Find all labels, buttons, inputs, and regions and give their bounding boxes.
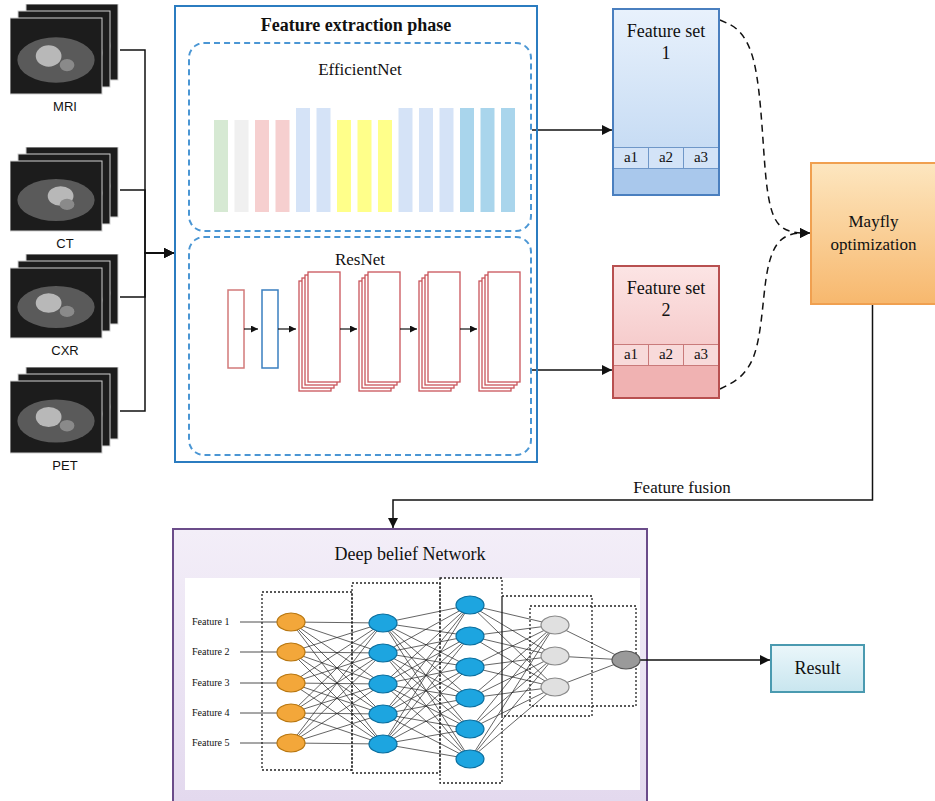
feature-cell: a3 <box>683 148 718 168</box>
layer-block <box>378 120 392 212</box>
layer-block <box>501 108 515 212</box>
neuron <box>456 689 484 707</box>
neuron <box>277 613 305 631</box>
scan-image: PET <box>10 367 120 473</box>
box-title: Mayfly optimization <box>818 211 929 257</box>
box-title: Result <box>794 656 840 680</box>
network-group: EfficientNet <box>188 42 532 232</box>
neuron <box>369 675 397 693</box>
layer-block <box>460 108 474 212</box>
neuron <box>277 704 305 722</box>
layer-block <box>481 108 495 212</box>
set-band <box>614 167 718 194</box>
scan-slice <box>10 161 102 231</box>
flow-arrow <box>120 253 174 411</box>
flow-arrow <box>720 233 810 389</box>
neuron <box>456 596 484 614</box>
panel-title: EfficientNet <box>190 44 530 80</box>
network-group: ResNet <box>188 236 532 456</box>
scan-image: CXR <box>10 254 120 358</box>
phase-panel: EfficientNetResNet Feature extraction pha… <box>174 5 538 463</box>
input-feature-label: Feature 5 <box>192 737 230 749</box>
neuron <box>277 734 305 752</box>
neuron <box>369 705 397 723</box>
input-feature-label: Feature 4 <box>192 707 230 719</box>
modality-label: MRI <box>10 99 120 114</box>
flow-arrow <box>532 369 612 371</box>
neuron <box>612 651 640 669</box>
neuron <box>541 678 569 696</box>
network-panel <box>185 578 640 790</box>
feature-cell: a2 <box>648 345 683 365</box>
neuron <box>456 720 484 738</box>
neuron <box>456 658 484 676</box>
flow-arrow <box>532 129 612 131</box>
layer-block <box>276 120 290 212</box>
panel-title: ResNet <box>190 238 530 270</box>
flow-arrow <box>120 190 174 253</box>
neuron <box>541 616 569 634</box>
layer-block <box>419 108 433 212</box>
flow-arrow <box>120 50 174 253</box>
feature-row: a1a2a3 <box>614 147 718 169</box>
feature-set-box: Feature set 2 a1a2a3 <box>612 265 720 399</box>
layer-block <box>255 120 269 212</box>
set-heading: Feature set 1 <box>622 20 710 64</box>
modality-label: CXR <box>10 343 120 358</box>
layer-block <box>440 108 454 212</box>
feature-cell: a1 <box>614 148 648 168</box>
network-illustration <box>172 528 648 801</box>
scan-slice <box>10 268 102 338</box>
neuron <box>369 614 397 632</box>
result-box: Result <box>770 644 865 693</box>
flow-arrow <box>720 20 810 233</box>
neuron <box>456 627 484 645</box>
feature-cell: a3 <box>683 345 718 365</box>
panel-title: Feature extraction phase <box>176 7 536 36</box>
input-feature-label: Feature 1 <box>192 616 230 628</box>
neuron <box>369 735 397 753</box>
flow-arrow <box>120 253 174 297</box>
neuron <box>541 647 569 665</box>
scan-slice <box>10 381 102 453</box>
scan-image: CT <box>10 147 120 251</box>
neuron <box>456 750 484 768</box>
feature-row: a1a2a3 <box>614 344 718 366</box>
layer-block <box>296 108 310 212</box>
set-band <box>614 364 718 397</box>
scan-picture <box>10 4 120 96</box>
modality-label: CT <box>10 236 120 251</box>
layer-block <box>317 108 331 212</box>
layer-block <box>358 120 372 212</box>
modality-label: PET <box>10 458 120 473</box>
neuron <box>277 674 305 692</box>
scan-picture <box>10 367 120 455</box>
optimizer-box: Mayfly optimization <box>810 162 935 305</box>
layer-block <box>235 120 249 212</box>
panel-title: Deep belief Network <box>174 530 646 565</box>
scan-picture <box>10 147 120 233</box>
edge-label: Feature fusion <box>631 478 733 498</box>
input-feature-label: Feature 2 <box>192 646 230 658</box>
neuron <box>369 644 397 662</box>
feature-cell: a2 <box>648 148 683 168</box>
classifier-panel: Deep belief Network <box>172 528 648 801</box>
scan-picture <box>10 254 120 340</box>
layer-block <box>214 120 228 212</box>
layer-block <box>337 120 351 212</box>
flow-arrow <box>648 659 770 661</box>
neuron <box>277 643 305 661</box>
feature-cell: a1 <box>614 345 648 365</box>
scan-slice <box>10 18 102 94</box>
feature-set-box: Feature set 1 a1a2a3 <box>612 8 720 196</box>
layer-block <box>399 108 413 212</box>
scan-image: MRI <box>10 4 120 114</box>
input-feature-label: Feature 3 <box>192 677 230 689</box>
set-heading: Feature set 2 <box>622 277 710 321</box>
